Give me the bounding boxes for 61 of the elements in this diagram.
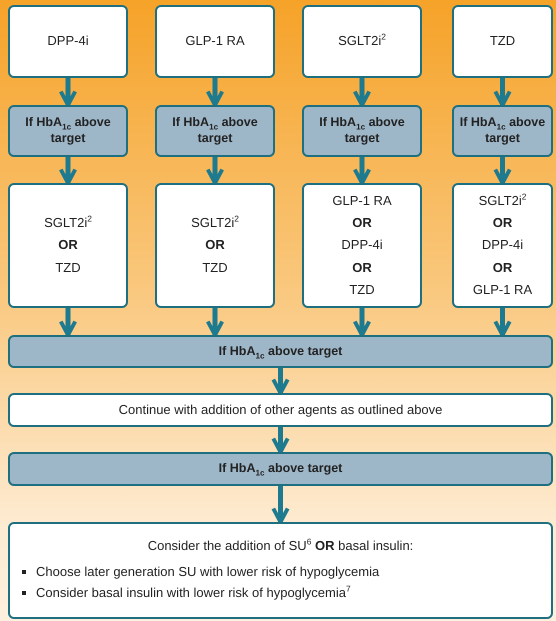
connector-word: OR <box>492 215 512 232</box>
arrow <box>58 157 78 185</box>
node-text: SGLT2i$^{2}$ <box>44 215 92 232</box>
node-text: If HbA$_{1c}$ above target <box>218 461 342 477</box>
heading-text: Consider the addition of SU$^{6}$ OR basal insulin: <box>148 538 414 554</box>
arrow <box>206 308 224 337</box>
option-box <box>302 183 422 308</box>
drug-box <box>155 5 275 78</box>
arrow <box>58 308 78 337</box>
node-text: DPP-4i <box>47 33 89 50</box>
condition-box <box>302 105 422 157</box>
node-text: Continue with addition of other agents as outlined above <box>118 402 442 418</box>
arrow <box>58 78 78 107</box>
drug-box <box>452 5 553 78</box>
node-text: GLP-1 RA <box>472 282 532 298</box>
bullet-item: Consider basal insulin with lower risk of hypoglycemia$^{7}$ <box>22 584 351 601</box>
condition-box <box>452 105 553 157</box>
node-text: TZD <box>55 260 81 276</box>
node-text: SGLT2i$^{2}$ <box>478 192 526 210</box>
connector-word: OR <box>352 260 372 276</box>
node-text: SGLT2i$^{2}$ <box>338 33 386 50</box>
connector-word: OR <box>352 215 372 232</box>
process-box <box>8 393 553 427</box>
node-text: DPP-4i <box>341 237 383 254</box>
node-text: TZD <box>490 33 516 50</box>
arrow <box>352 157 372 185</box>
connector-word: OR <box>58 237 78 254</box>
condition-bar <box>8 335 553 368</box>
condition-bar <box>8 452 553 486</box>
node-text: If HbA$_{1c}$ above target <box>458 115 546 147</box>
arrow <box>206 157 224 185</box>
node-text: If HbA$_{1c}$ above target <box>171 115 259 147</box>
node-text: GLP-1 RA <box>332 192 392 210</box>
option-box <box>155 183 275 308</box>
drug-box <box>8 5 128 78</box>
arrow <box>271 427 290 454</box>
bullet-item: Choose later generation SU with lower risk of hypoglycemia <box>22 564 380 581</box>
recommendation-box <box>8 522 553 619</box>
node-text: GLP-1 RA <box>185 33 245 50</box>
arrow <box>271 368 290 395</box>
condition-box <box>155 105 275 157</box>
arrow <box>352 308 372 337</box>
node-text: If HbA$_{1c}$ above target <box>24 115 112 147</box>
option-box <box>8 183 128 308</box>
arrow <box>493 308 512 337</box>
connector-word: OR <box>205 237 225 254</box>
arrow <box>206 78 224 107</box>
node-text: TZD <box>349 282 375 298</box>
arrow <box>352 78 372 107</box>
node-text: If HbA$_{1c}$ above target <box>218 344 342 360</box>
node-text: DPP-4i <box>482 237 524 254</box>
node-text: TZD <box>202 260 228 276</box>
arrow <box>271 486 290 524</box>
option-box <box>452 183 553 308</box>
node-text: If HbA$_{1c}$ above target <box>318 115 406 147</box>
arrow <box>493 78 512 107</box>
node-text: SGLT2i$^{2}$ <box>191 215 239 232</box>
condition-box <box>8 105 128 157</box>
connector-word: OR <box>492 260 512 276</box>
drug-box <box>302 5 422 78</box>
arrow <box>493 157 512 185</box>
